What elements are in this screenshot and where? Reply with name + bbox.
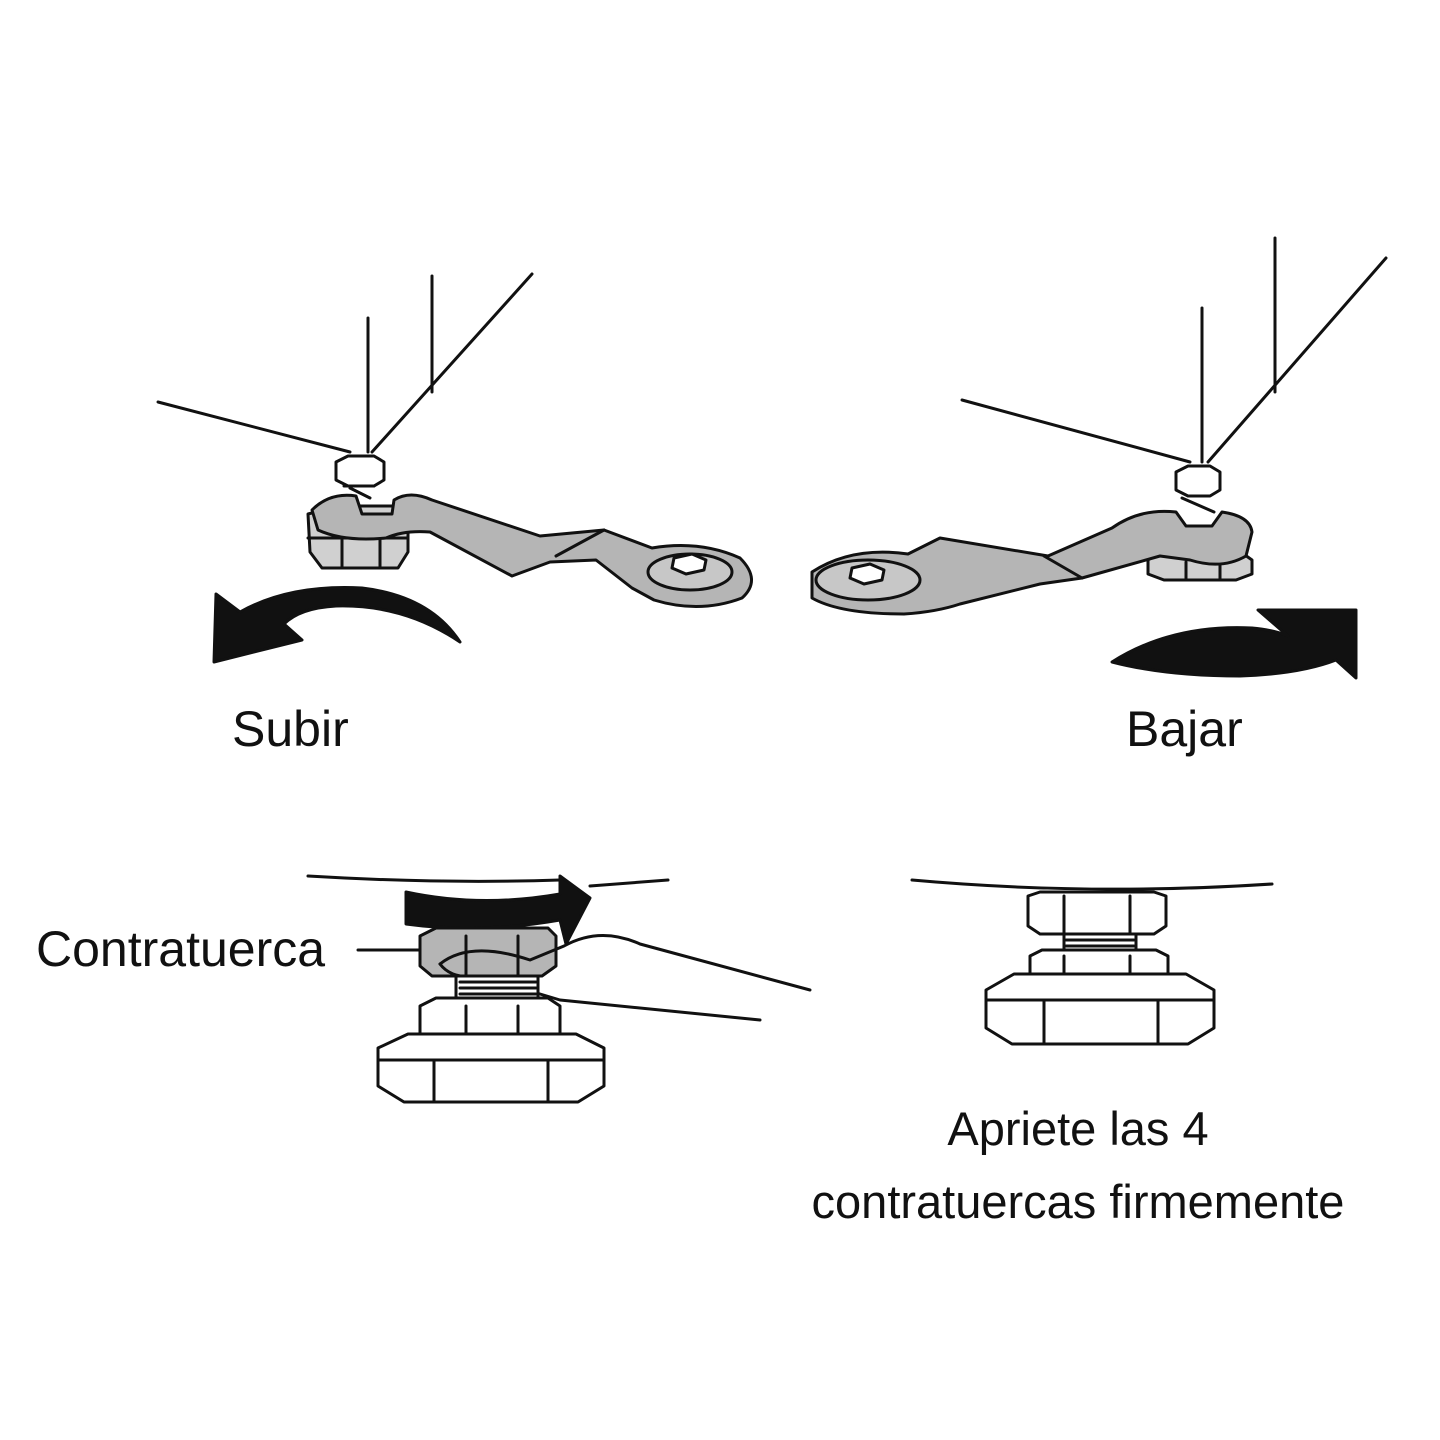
hex-socket-icon bbox=[848, 562, 886, 586]
raise-label: Subir bbox=[232, 701, 349, 757]
appliance-base-right bbox=[910, 878, 1274, 891]
foot-base bbox=[984, 972, 1216, 1046]
curved-arrow-left-icon bbox=[212, 586, 462, 664]
appliance-corner-right bbox=[960, 236, 1388, 464]
hex-nut-icon bbox=[1026, 890, 1168, 936]
wrench-icon bbox=[810, 509, 1254, 616]
locknut-label: Contratuerca bbox=[36, 921, 326, 977]
tighten-instruction: Apriete las 4 contratuercas firmemente bbox=[768, 1092, 1388, 1238]
appliance-corner-left bbox=[156, 272, 534, 454]
foot-base bbox=[376, 1032, 606, 1104]
curved-arrow-right-icon bbox=[1110, 608, 1358, 680]
lower-label: Bajar bbox=[1126, 701, 1243, 757]
appliance-base-left bbox=[306, 874, 670, 888]
tighten-instruction-line-2: contratuercas firmemente bbox=[811, 1175, 1345, 1228]
tighten-instruction-line-1: Apriete las 4 bbox=[947, 1102, 1209, 1155]
hex-socket-icon bbox=[670, 552, 708, 576]
